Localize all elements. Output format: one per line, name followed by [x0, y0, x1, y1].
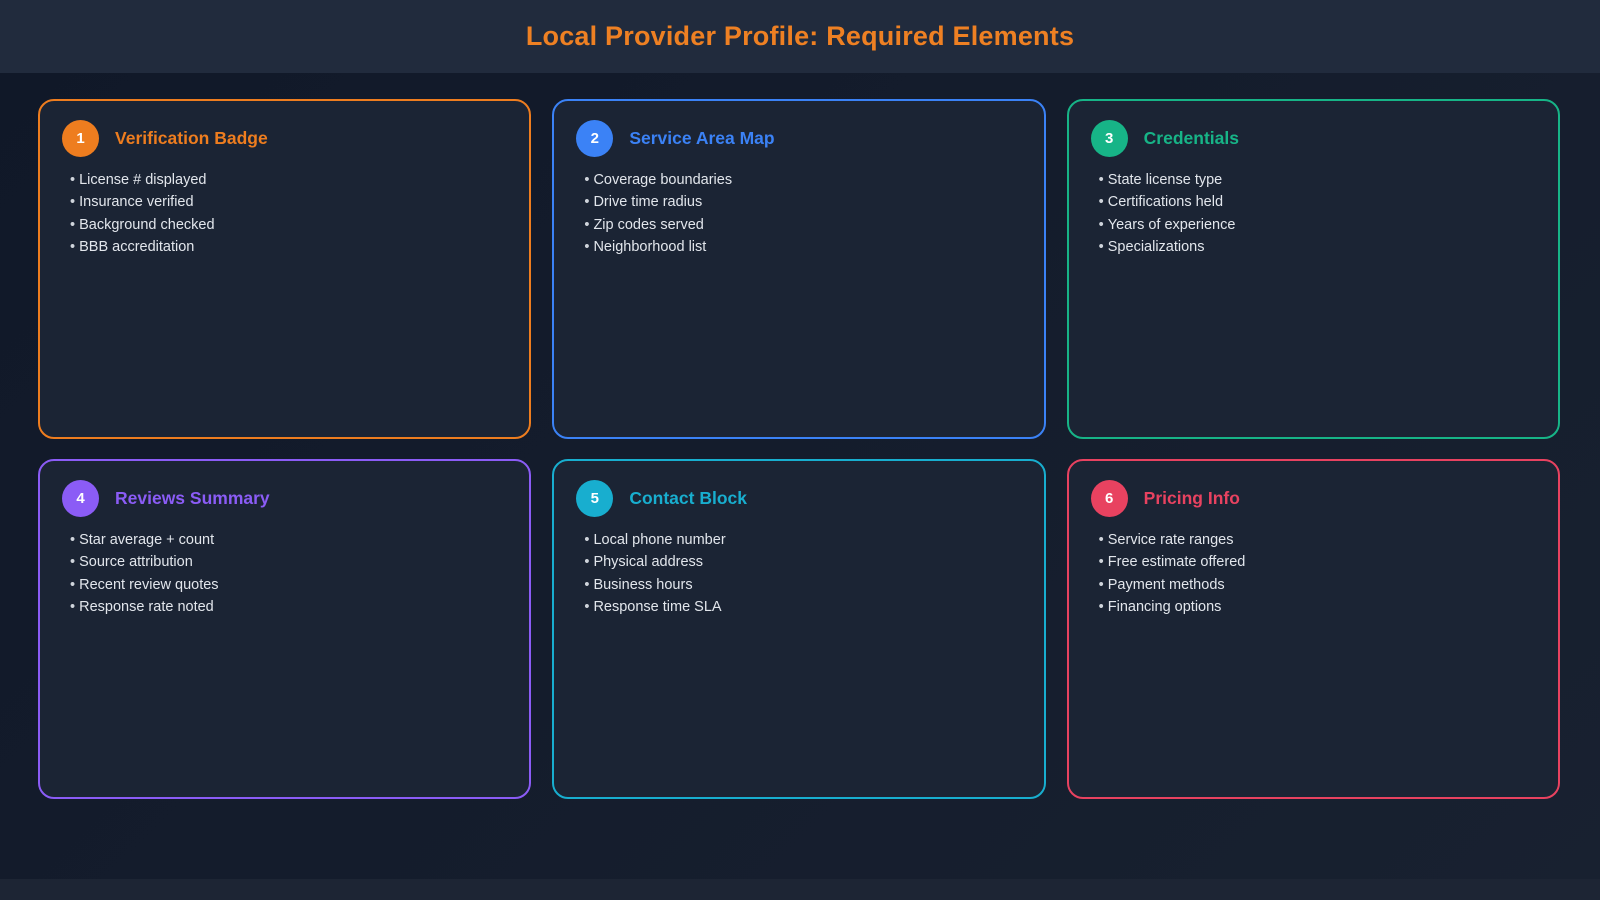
- card-number-badge: 3: [1090, 120, 1128, 157]
- card-pricing-info: 6 Pricing Info Service rate ranges Free …: [1066, 459, 1560, 799]
- card-header: 3 Credentials: [1090, 120, 1536, 157]
- card-item: Service rate ranges: [1099, 529, 1536, 551]
- card-item-list: License # displayed Insurance verified B…: [70, 169, 507, 259]
- card-header: 5 Contact Block: [576, 480, 1021, 517]
- card-number-badge: 2: [576, 120, 614, 157]
- footer-strip: [0, 879, 1600, 900]
- card-credentials: 3 Credentials State license type Certifi…: [1066, 99, 1560, 439]
- card-item: Payment methods: [1099, 574, 1536, 596]
- card-item: Years of experience: [1099, 214, 1536, 236]
- card-number-badge: 4: [62, 480, 99, 517]
- card-service-area-map: 2 Service Area Map Coverage boundaries D…: [552, 99, 1046, 439]
- card-title: Service Area Map: [629, 128, 775, 148]
- card-item: State license type: [1099, 169, 1536, 191]
- card-header: 4 Reviews Summary: [62, 480, 507, 517]
- card-item: Drive time radius: [584, 191, 1021, 213]
- card-verification-badge: 1 Verification Badge License # displayed…: [38, 99, 532, 439]
- card-item: Star average + count: [70, 529, 507, 551]
- card-number-badge: 6: [1090, 480, 1128, 517]
- card-item: Specializations: [1099, 236, 1536, 258]
- card-item: Source attribution: [70, 551, 507, 573]
- card-header: 6 Pricing Info: [1090, 480, 1536, 517]
- card-item: Coverage boundaries: [584, 169, 1021, 191]
- card-item: Recent review quotes: [70, 574, 507, 596]
- card-title: Pricing Info: [1143, 488, 1240, 508]
- card-item: Insurance verified: [70, 191, 507, 213]
- card-item: License # displayed: [70, 169, 507, 191]
- page-header: Local Provider Profile: Required Element…: [0, 0, 1600, 73]
- card-item: Neighborhood list: [584, 236, 1021, 258]
- card-header: 2 Service Area Map: [576, 120, 1021, 157]
- card-item: Business hours: [584, 574, 1021, 596]
- card-title: Contact Block: [629, 488, 747, 508]
- card-item-list: Coverage boundaries Drive time radius Zi…: [584, 169, 1021, 259]
- card-title: Credentials: [1143, 128, 1239, 148]
- card-item: Free estimate offered: [1099, 551, 1536, 573]
- card-item: Local phone number: [584, 529, 1021, 551]
- card-item-list: State license type Certifications held Y…: [1099, 169, 1536, 259]
- card-item-list: Star average + count Source attribution …: [70, 529, 507, 619]
- page-title: Local Provider Profile: Required Element…: [525, 21, 1075, 51]
- card-number-badge: 1: [62, 120, 99, 157]
- card-item-list: Local phone number Physical address Busi…: [584, 529, 1021, 619]
- card-number-badge: 5: [576, 480, 614, 517]
- card-reviews-summary: 4 Reviews Summary Star average + count S…: [38, 459, 532, 799]
- card-item: Response rate noted: [70, 596, 507, 618]
- card-title: Verification Badge: [115, 128, 268, 148]
- card-item: BBB accreditation: [70, 236, 507, 258]
- card-grid: 1 Verification Badge License # displayed…: [0, 73, 1600, 799]
- card-item: Certifications held: [1099, 191, 1536, 213]
- card-item: Physical address: [584, 551, 1021, 573]
- card-item: Response time SLA: [584, 596, 1021, 618]
- card-item-list: Service rate ranges Free estimate offere…: [1099, 529, 1536, 619]
- card-item: Financing options: [1099, 596, 1536, 618]
- card-title: Reviews Summary: [115, 488, 270, 508]
- card-header: 1 Verification Badge: [62, 120, 507, 157]
- card-item: Zip codes served: [584, 214, 1021, 236]
- card-contact-block: 5 Contact Block Local phone number Physi…: [552, 459, 1046, 799]
- card-item: Background checked: [70, 214, 507, 236]
